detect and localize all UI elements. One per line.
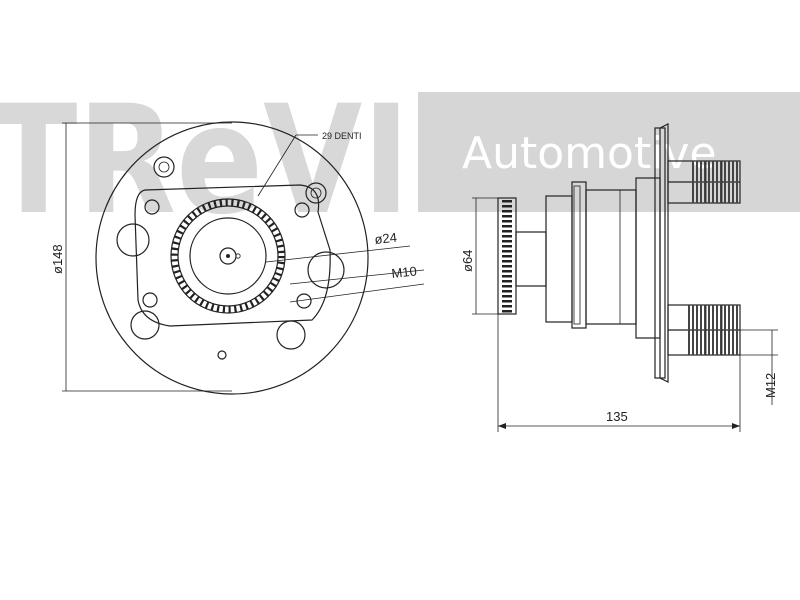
watermark-label: Automotive: [462, 128, 717, 179]
dim-outer-diameter: ø148: [50, 122, 232, 392]
dim-hub-bolt: M10: [289, 263, 425, 303]
dim-abs-ring: ø64: [460, 197, 498, 315]
bearing-body: [545, 195, 573, 323]
hub-plate: [134, 184, 331, 327]
svg-text:M10: M10: [391, 263, 418, 281]
abs-tone-ring: [170, 198, 286, 314]
stud-lower: [667, 304, 741, 356]
bolt-holes: [116, 156, 345, 360]
flange-side: [659, 123, 669, 383]
outer-flange: [95, 121, 369, 395]
watermark: TReVI Automotive: [0, 74, 800, 248]
svg-text:ø24: ø24: [374, 230, 398, 247]
watermark-brand: TReVI: [0, 74, 410, 248]
dim-length: 135: [497, 314, 741, 432]
svg-text:29 DENTI: 29 DENTI: [322, 131, 362, 141]
side-view: ø64 135 M12: [460, 123, 778, 432]
svg-text:ø64: ø64: [460, 250, 475, 272]
dim-stud: M12: [740, 329, 778, 405]
stud-upper: [667, 160, 741, 204]
front-view: ø148 29 DENTI ø24 M10: [50, 121, 425, 395]
teeth-note: 29 DENTI: [257, 131, 362, 197]
dim-center-bore: ø24: [265, 230, 411, 263]
svg-text:135: 135: [606, 409, 628, 424]
svg-text:M12: M12: [763, 373, 778, 398]
center-hub: [189, 217, 267, 295]
svg-text:ø148: ø148: [50, 244, 65, 274]
